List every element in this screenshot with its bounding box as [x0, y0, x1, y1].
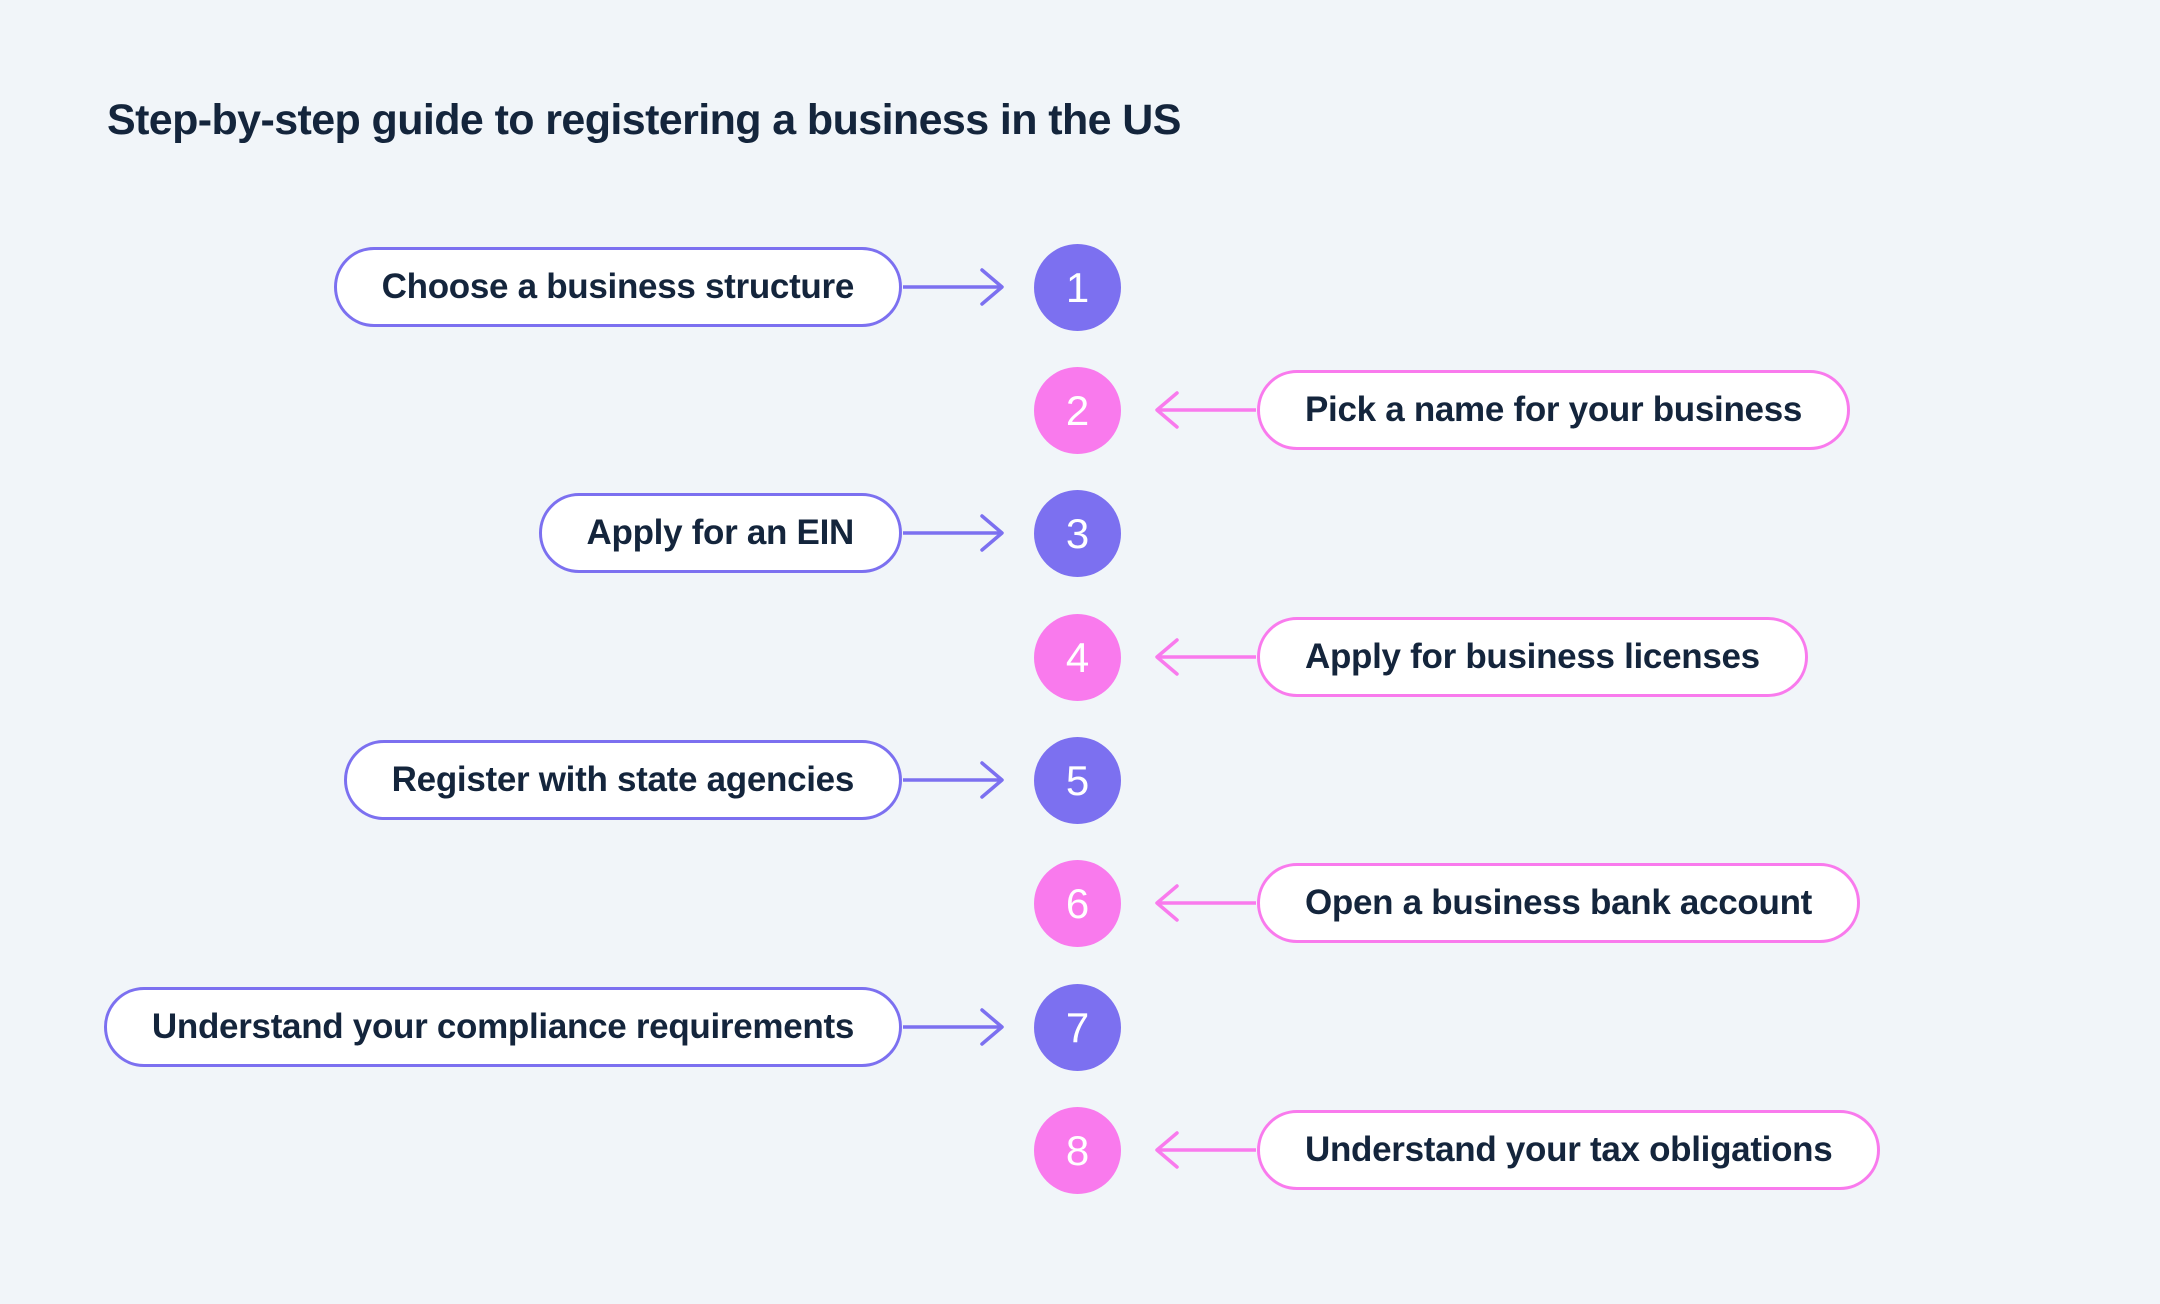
step-label: Understand your compliance requirements — [151, 1007, 854, 1046]
step-number: 8 — [1065, 1126, 1090, 1174]
step-number: 4 — [1065, 633, 1090, 681]
arrow-right-icon — [903, 1008, 1004, 1046]
arrow-left-icon — [1155, 1131, 1256, 1169]
step-row: Understand your compliance requirements … — [0, 984, 2160, 1071]
step-label-pill: Register with state agencies — [343, 740, 902, 820]
step-number-badge: 1 — [1034, 244, 1121, 331]
arrow-left-icon — [1155, 884, 1256, 922]
step-number-badge: 5 — [1034, 737, 1121, 824]
step-row: 4 Apply for business licenses — [0, 614, 2160, 701]
step-label: Apply for an EIN — [586, 513, 855, 552]
step-label: Understand your tax obligations — [1305, 1130, 1833, 1169]
step-number: 7 — [1065, 1003, 1090, 1051]
page-title: Step-by-step guide to registering a busi… — [107, 96, 1181, 144]
step-label: Apply for business licenses — [1305, 637, 1760, 676]
step-number-badge: 6 — [1034, 860, 1121, 947]
step-number: 5 — [1065, 756, 1090, 804]
step-label: Pick a name for your business — [1305, 390, 1803, 429]
step-label-pill: Apply for business licenses — [1257, 617, 1808, 697]
step-label-pill: Understand your tax obligations — [1257, 1110, 1881, 1190]
step-row: Choose a business structure 1 — [0, 244, 2160, 331]
step-row: 8 Understand your tax obligations — [0, 1107, 2160, 1194]
arrow-right-icon — [903, 761, 1004, 799]
step-label-pill: Choose a business structure — [333, 247, 902, 327]
step-row: 2 Pick a name for your business — [0, 367, 2160, 454]
step-label: Register with state agencies — [391, 760, 855, 799]
step-number: 2 — [1065, 386, 1090, 434]
step-row: Apply for an EIN 3 — [0, 490, 2160, 577]
step-number: 3 — [1065, 509, 1090, 557]
step-number-badge: 4 — [1034, 614, 1121, 701]
step-label-pill: Open a business bank account — [1257, 863, 1861, 943]
step-label-pill: Apply for an EIN — [538, 493, 902, 573]
step-number-badge: 2 — [1034, 367, 1121, 454]
step-label: Open a business bank account — [1305, 883, 1813, 922]
step-number-badge: 3 — [1034, 490, 1121, 577]
step-number: 1 — [1065, 263, 1090, 311]
step-number: 6 — [1065, 879, 1090, 927]
step-row: 6 Open a business bank account — [0, 860, 2160, 947]
step-label-pill: Understand your compliance requirements — [103, 987, 902, 1067]
arrow-right-icon — [903, 514, 1004, 552]
arrow-left-icon — [1155, 391, 1256, 429]
step-row: Register with state agencies 5 — [0, 737, 2160, 824]
step-number-badge: 7 — [1034, 984, 1121, 1071]
step-label-pill: Pick a name for your business — [1257, 370, 1851, 450]
step-label: Choose a business structure — [381, 267, 855, 306]
step-number-badge: 8 — [1034, 1107, 1121, 1194]
arrow-right-icon — [903, 268, 1004, 306]
arrow-left-icon — [1155, 638, 1256, 676]
